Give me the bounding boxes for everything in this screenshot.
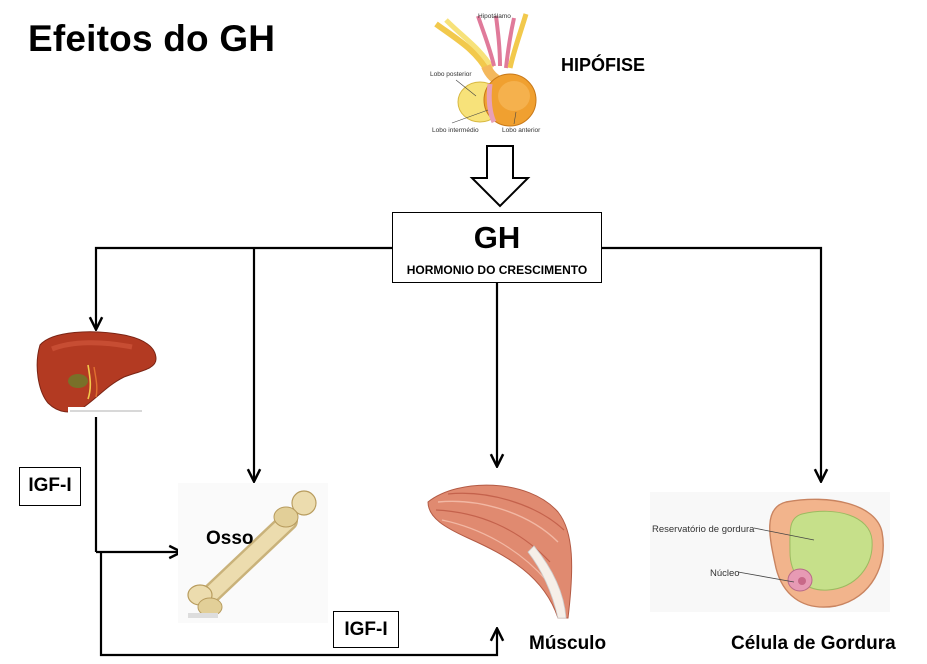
muscle-label: Músculo bbox=[529, 633, 607, 654]
gh-subtitle: HORMONIO DO CRESCIMENTO bbox=[406, 263, 588, 277]
anterior-lobe-label: Lobo anterior bbox=[502, 127, 541, 134]
muscle-image bbox=[427, 484, 573, 619]
nucleus-label: Núcleo bbox=[710, 568, 740, 579]
bone-image bbox=[178, 483, 328, 623]
hypothalamus-label: Hipotálamo bbox=[478, 13, 511, 20]
gh-to-fat-line bbox=[602, 246, 821, 480]
fat-reservoir-label: Reservatório de gordura bbox=[652, 524, 755, 535]
pituitary-label: HIPÓFISE bbox=[561, 55, 646, 75]
page-title: Efeitos do GH bbox=[28, 18, 276, 59]
fat-cell-image: Reservatório de gordura Núcleo bbox=[650, 492, 890, 612]
posterior-lobe-label: Lobo posterior bbox=[430, 71, 472, 78]
gh-to-liver-line bbox=[96, 246, 392, 328]
gh-title: GH bbox=[473, 220, 521, 255]
igf-label-liver: IGF-I bbox=[19, 467, 81, 506]
bone-label: Osso bbox=[206, 528, 254, 549]
igf-label-muscle: IGF-I bbox=[333, 611, 399, 648]
intermediate-lobe-label: Lobo intermédio bbox=[432, 127, 479, 134]
pituitary-to-gh-arrow bbox=[469, 145, 531, 208]
igf-to-muscle-line bbox=[99, 552, 497, 657]
fat-cell-label: Célula de Gordura bbox=[731, 633, 896, 654]
pituitary-image: Hipotálamo Lobo posterior Lobo intermédi… bbox=[418, 10, 558, 138]
liver-image bbox=[36, 331, 157, 415]
gh-box: GH HORMONIO DO CRESCIMENTO bbox=[392, 212, 602, 283]
